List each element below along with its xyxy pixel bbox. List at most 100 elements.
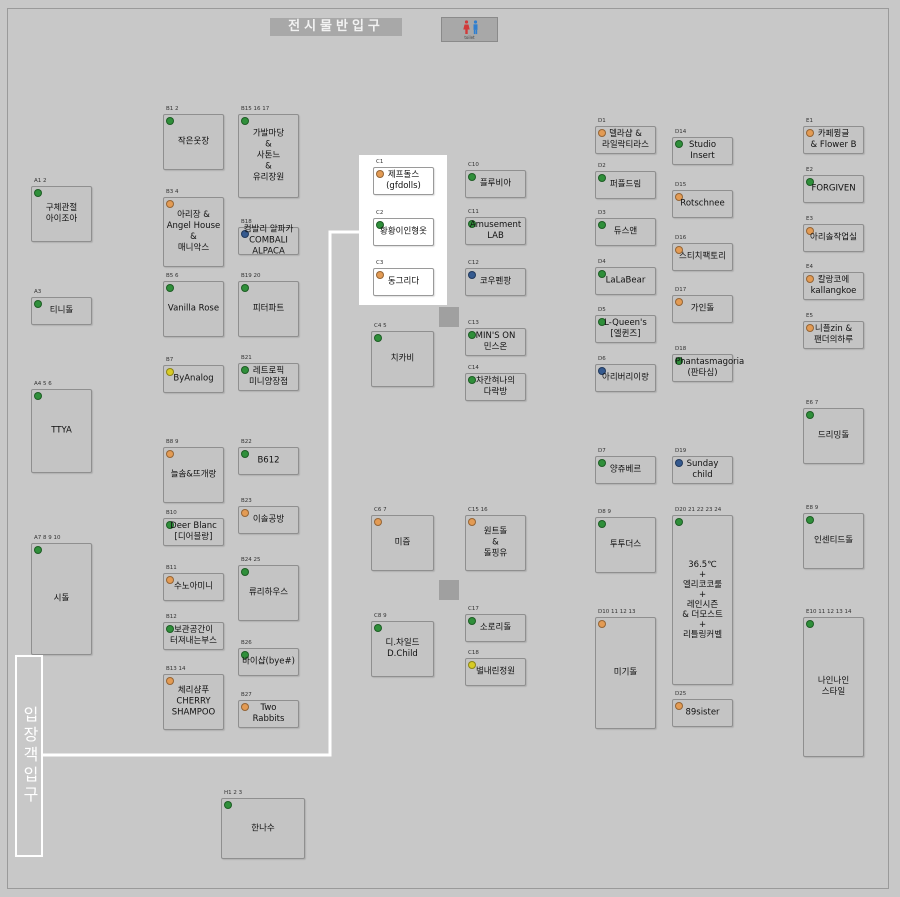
booth-name: 델라샵 & 라일락티라스 [602,129,649,150]
booth[interactable]: 보관공간이 터져내는부스 [163,622,224,650]
booth[interactable]: 드리밍돌 [803,408,864,464]
booth[interactable]: 늘솜&뜨개랑 [163,447,224,503]
booth[interactable]: 동그리다 [373,268,434,296]
booth[interactable]: 인센티드돌 [803,513,864,569]
booth[interactable]: 아리버리이랑 [595,364,656,392]
booth[interactable]: 니플zin & 팬더의하루 [803,321,864,349]
booth[interactable]: 차칸혀나의 다락방 [465,373,526,401]
booth-status-dot [468,518,476,526]
floor-border [7,8,889,889]
booth-code: B27 [241,692,252,698]
booth[interactable]: 황황이인형옷 [373,218,434,246]
booth[interactable]: 89sister [672,699,733,727]
booth-code: C3 [376,260,384,266]
booth[interactable]: L-Queen's [엘퀸즈] [595,315,656,343]
booth-code: D14 [675,129,687,135]
booth[interactable]: 치카비 [371,331,434,387]
pillar [439,307,459,327]
booth[interactable]: Phantasmagoria (판타심) [672,354,744,382]
booth[interactable]: 제프돌스 (gfdolls) [373,167,434,195]
booth-code: E5 [806,313,813,319]
booth-name: 카페뮝글 & Flower B [810,129,857,150]
booth[interactable]: 체리샴푸 CHERRY SHAMPOO [163,674,224,730]
booth[interactable]: Two Rabbits [238,700,299,728]
booth[interactable]: 소로리돌 [465,614,526,642]
booth[interactable]: ByAnalog [163,365,224,393]
booth[interactable]: 플루비아 [465,170,526,198]
booth[interactable]: Deer Blanc [디어블랑] [163,518,224,546]
booth-status-dot [806,178,814,186]
booth[interactable]: Vanilla Rose [163,281,224,337]
booth[interactable]: 레트로픽 미니양장점 [238,363,299,391]
booth[interactable]: Rotschnee [672,190,733,218]
booth-name: 이솔공방 [252,514,285,525]
booth[interactable]: 칼랑코에 kallangkoe [803,272,864,300]
booth[interactable]: 구체관절 아이조아 [31,186,92,242]
booth-name: 치카비 [390,353,415,364]
booth[interactable]: 별내린정원 [465,658,526,686]
booth-code: H1 2 3 [224,790,243,796]
booth[interactable]: 듀스앤 [595,218,656,246]
booth[interactable]: 퍼플드림 [595,171,656,199]
booth-status-dot [675,140,683,148]
booth[interactable]: B612 [238,447,299,475]
booth[interactable]: 가발마당 & 사톤느 & 유리장원 [238,114,299,198]
booth[interactable]: 아리솔작업실 [803,224,864,252]
booth-status-dot [468,220,476,228]
booth[interactable]: 한나수 [221,798,305,859]
booth-code: D6 [598,356,606,362]
booth[interactable]: 가인돌 [672,295,733,323]
booth-status-dot [598,520,606,528]
booth-code: D20 21 22 23 24 [675,507,722,513]
booth[interactable]: Sunday child [672,456,733,484]
booth[interactable]: Amusement LAB [465,217,526,245]
booth[interactable]: FORGIVEN [803,175,864,203]
booth[interactable]: 티니돌 [31,297,92,325]
booth[interactable]: 류리하우스 [238,565,299,621]
booth-code: C10 [468,162,479,168]
booth-name: 류리하우스 [248,587,289,598]
booth-code: D16 [675,235,687,241]
booth-name: 작은웃장 [177,136,210,147]
booth[interactable]: 원트돌 & 돌핑유 [465,515,526,571]
booth-code: D5 [598,307,606,313]
booth-status-dot [376,221,384,229]
booth[interactable]: 디.차일드 D.Child [371,621,434,677]
booth[interactable]: 양쥬베르 [595,456,656,484]
booth-name: 별내린정원 [475,666,516,677]
booth-status-dot [598,270,606,278]
booth[interactable]: 나인나인 스타일 [803,617,864,757]
booth[interactable]: 델라샵 & 라일락티라스 [595,126,656,154]
booth[interactable]: 아리장 & Angel House & 매니악스 [163,197,224,267]
booth[interactable]: 카페뮝글 & Flower B [803,126,864,154]
booth-status-dot [241,450,249,458]
booth[interactable]: 작은웃장 [163,114,224,170]
booth[interactable]: 피터파트 [238,281,299,337]
booth-name: 미즘 [394,537,411,548]
booth[interactable]: 바이샵(bye#) [238,648,299,676]
booth-code: C6 7 [374,507,387,513]
booth[interactable]: 이솔공방 [238,506,299,534]
booth[interactable]: 코우펜팡 [465,268,526,296]
booth[interactable]: 컴발리 알파카 COMBALI ALPACA [238,225,299,257]
booth[interactable]: Studio Insert [672,137,733,165]
booth-name: 스티치팩토리 [679,251,726,262]
booth[interactable]: TTYA [31,389,92,473]
booth[interactable]: MIN'S ON 민스온 [465,328,526,356]
booth-code: D7 [598,448,606,454]
booth-name: 가인돌 [690,303,715,314]
booth[interactable]: 스티치팩토리 [672,243,733,271]
booth-code: E6 7 [806,400,819,406]
booth-code: B22 [241,439,252,445]
booth[interactable]: 시돌 [31,543,92,655]
booth[interactable]: 투투더스 [595,517,656,573]
booth-status-dot [468,173,476,181]
booth-name: 양쥬베르 [609,464,642,475]
booth[interactable]: 36.5℃ + 엘리코코룰 + 레인시즌 & 더모스트 + 리틀링커벨 [672,515,733,685]
booth[interactable]: 미즘 [371,515,434,571]
booth[interactable]: 수노아미니 [163,573,224,601]
booth[interactable]: LaLaBear [595,267,656,295]
booth-name: 아리버리이랑 [602,372,649,383]
booth-status-dot [34,392,42,400]
booth[interactable]: 미기돌 [595,617,656,729]
